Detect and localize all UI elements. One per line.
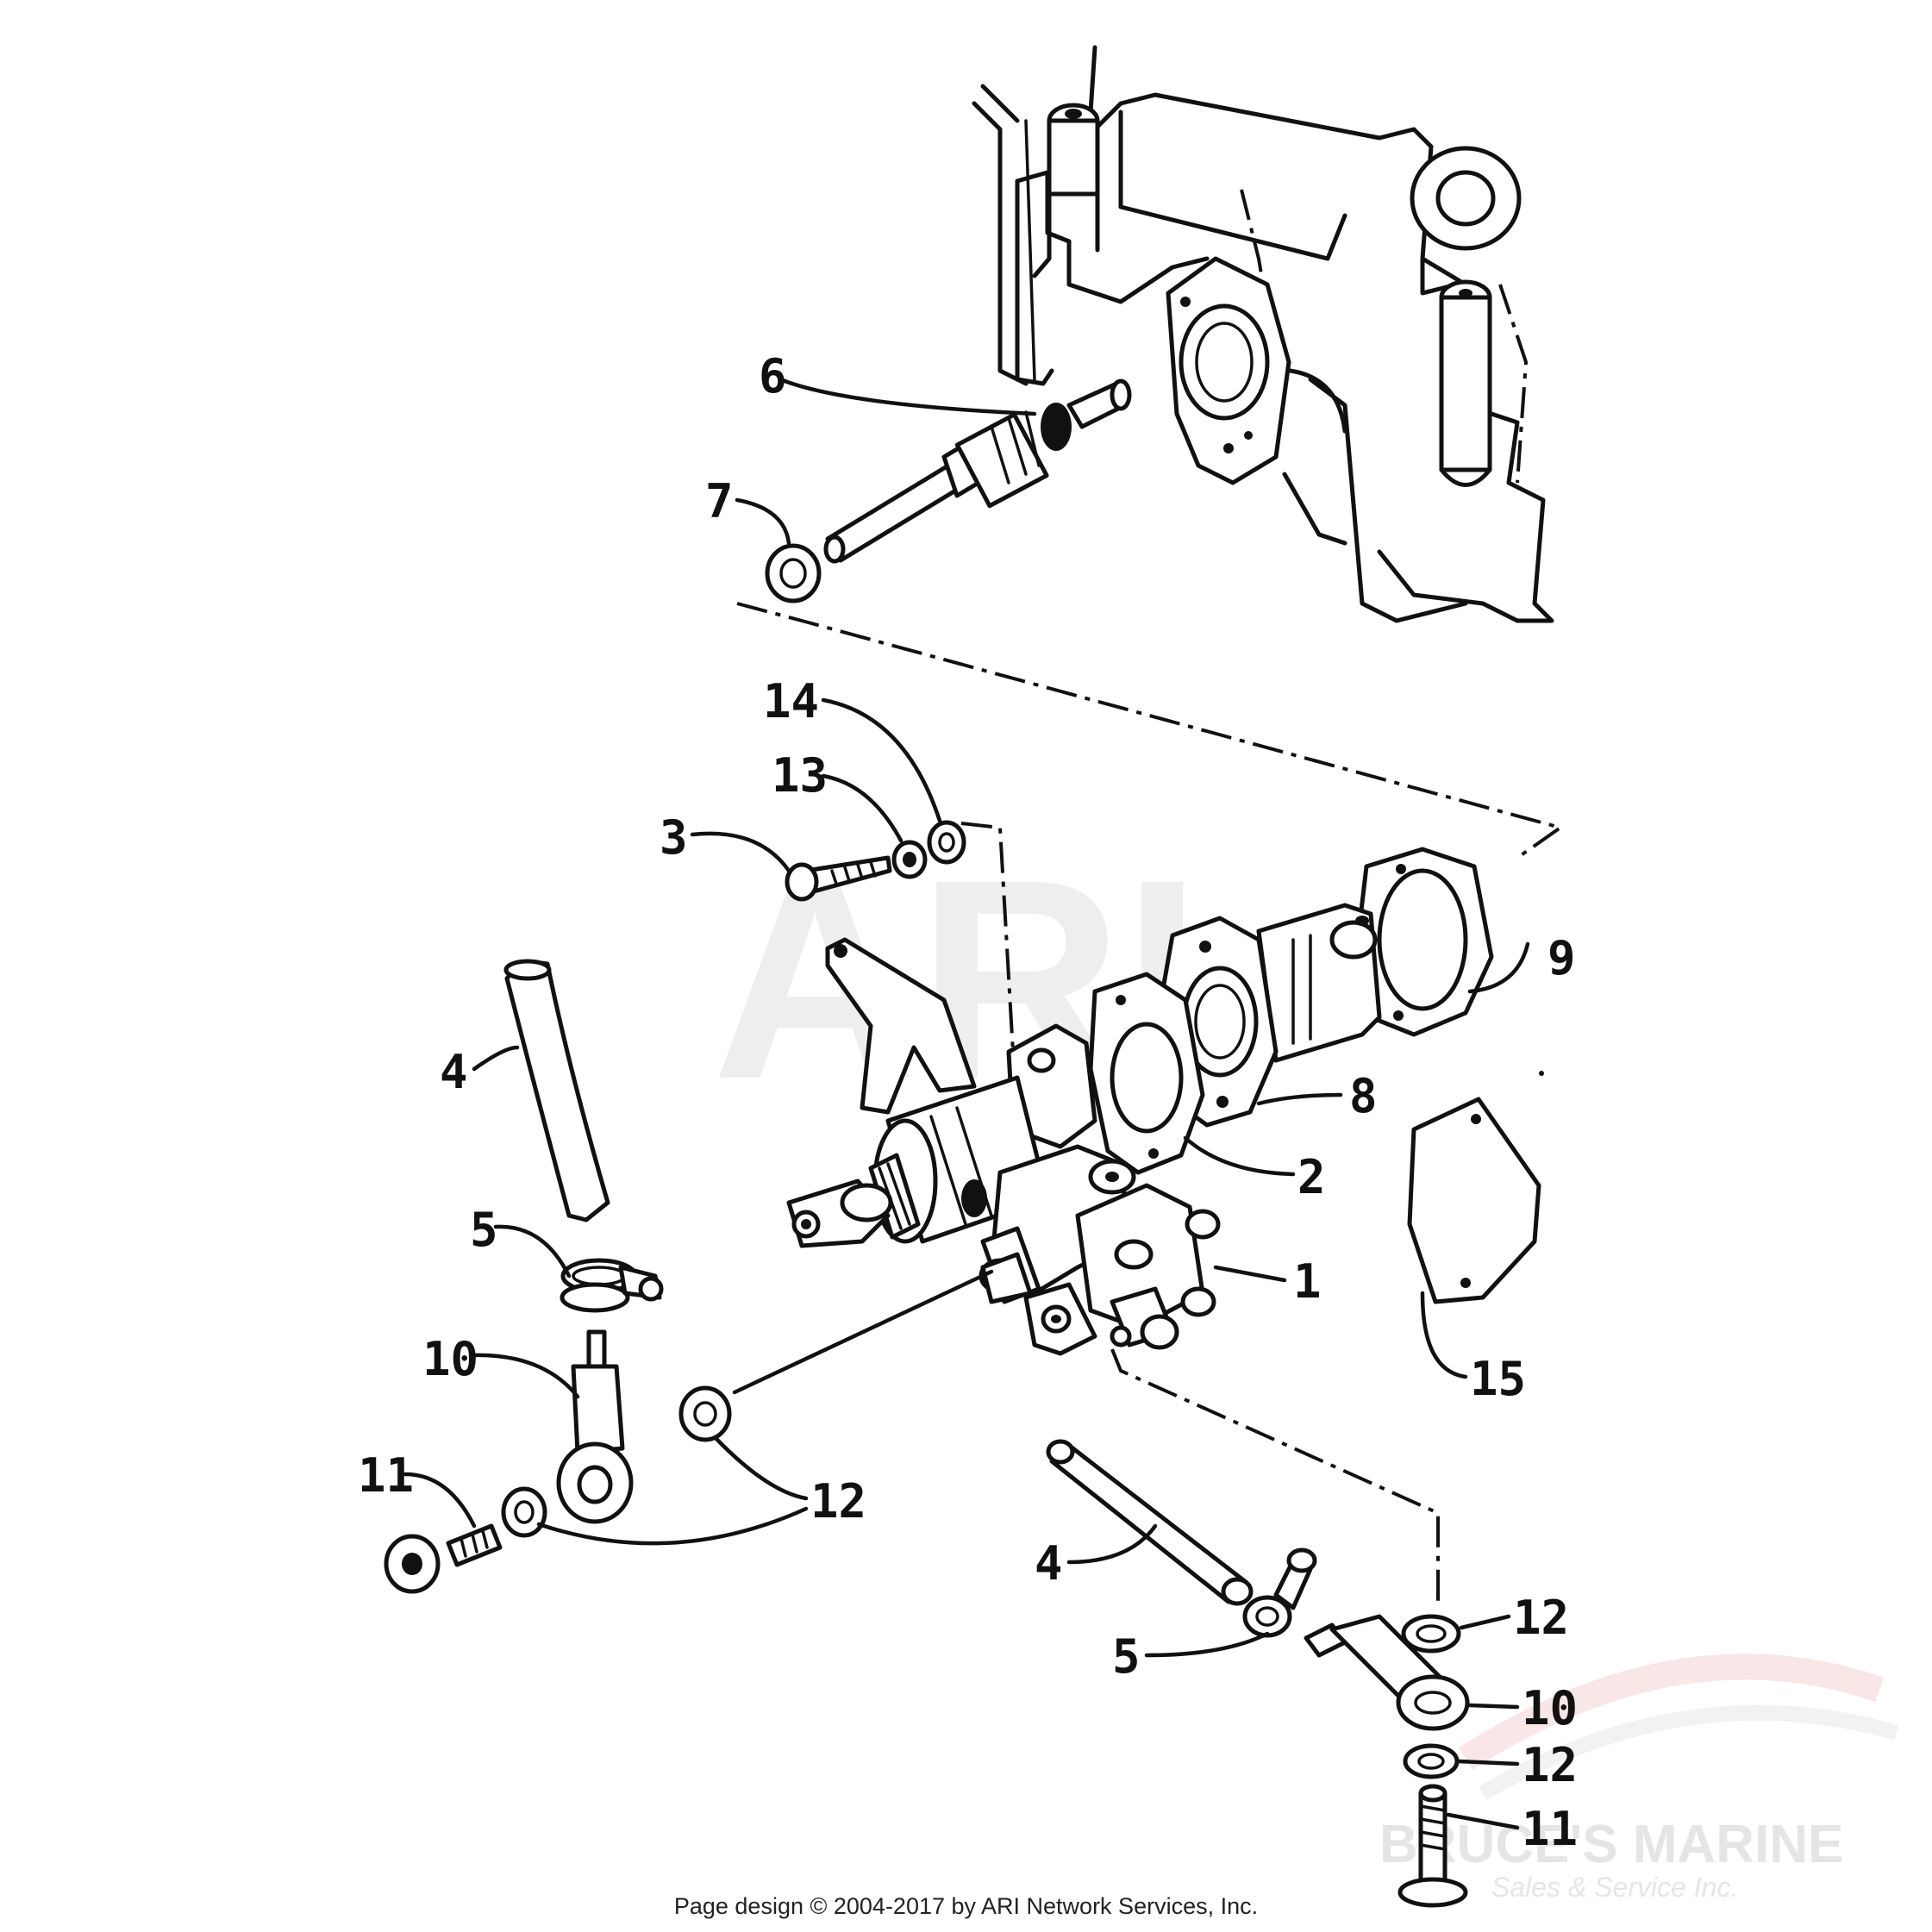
part-1-oil-pump xyxy=(786,937,1221,1356)
part-4-hose-left xyxy=(503,959,610,1222)
part-5-clamp-left xyxy=(560,1258,664,1313)
callout-4-right: 4 xyxy=(1035,1536,1063,1591)
part-12-washer-right-bottom xyxy=(1403,1743,1460,1779)
callout-2: 2 xyxy=(1297,1150,1326,1204)
part-12-washer-left-bottom xyxy=(501,1486,547,1538)
engine-case xyxy=(972,45,1554,623)
part-12-washer-left-top xyxy=(678,1385,732,1442)
part-3-screw xyxy=(785,855,892,902)
part-6-drive-shaft-gear xyxy=(823,378,1132,564)
callout-7: 7 xyxy=(705,474,734,528)
part-14-washer xyxy=(927,820,966,865)
callout-11-right: 11 xyxy=(1522,1802,1578,1856)
callout-12-right-bottom: 12 xyxy=(1522,1738,1578,1792)
callout-6: 6 xyxy=(759,349,787,403)
callout-4-left: 4 xyxy=(440,1045,468,1099)
callout-11-left: 11 xyxy=(358,1448,414,1503)
callout-10-right: 10 xyxy=(1522,1681,1578,1735)
callout-1: 1 xyxy=(1293,1254,1322,1309)
dealer-watermark: BRUCE'S MARINE Sales & Service Inc. xyxy=(1379,1654,1899,1903)
part-4-hose-right xyxy=(1046,1439,1254,1606)
callout-9: 9 xyxy=(1547,931,1576,985)
callout-5-right: 5 xyxy=(1112,1629,1141,1684)
part-15-cover-plate xyxy=(1407,1097,1541,1304)
part-11-banjo-bolt-right xyxy=(1397,1784,1468,1908)
dealer-tagline: Sales & Service Inc. xyxy=(1491,1872,1738,1903)
callout-15: 15 xyxy=(1470,1352,1526,1406)
part-10-banjo-right xyxy=(1304,1614,1470,1731)
callout-14: 14 xyxy=(763,674,819,728)
callout-13: 13 xyxy=(772,748,828,803)
part-11-banjo-bolt-left xyxy=(384,1523,503,1594)
callout-3: 3 xyxy=(660,810,688,865)
leader-lines xyxy=(403,377,1530,1830)
part-5-clamp-right xyxy=(1242,1547,1317,1638)
part-9-gasket-large xyxy=(1355,847,1494,1037)
part-12-washer-right-top xyxy=(1401,1614,1461,1654)
part-10-banjo-left xyxy=(556,1329,634,1524)
part-13-lock-washer xyxy=(891,840,928,879)
callout-labels: 6 7 14 13 3 9 8 2 1 15 4 5 10 11 12 4 5 … xyxy=(358,349,1578,1856)
part-7-washer xyxy=(765,543,822,603)
part-2-gasket xyxy=(1088,972,1205,1175)
callout-12-right-top: 12 xyxy=(1513,1591,1569,1645)
callout-10-left: 10 xyxy=(422,1332,478,1386)
callout-5-left: 5 xyxy=(470,1203,498,1257)
copyright-footer: Page design © 2004-2017 by ARI Network S… xyxy=(673,1893,1259,1919)
dealer-name: BRUCE'S MARINE xyxy=(1379,1815,1843,1874)
callout-8: 8 xyxy=(1349,1069,1378,1123)
callout-12-left: 12 xyxy=(810,1474,866,1529)
